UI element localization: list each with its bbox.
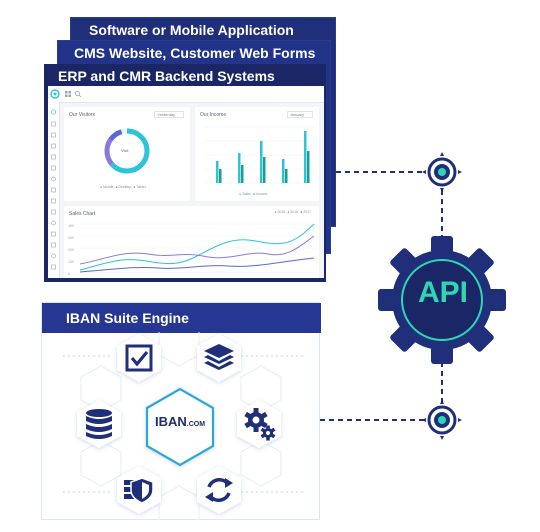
income-filter[interactable]: January bbox=[286, 111, 313, 118]
node-bottom-icon bbox=[422, 400, 462, 440]
income-bar bbox=[263, 157, 266, 183]
hex-tile bbox=[197, 466, 241, 514]
income-bar bbox=[216, 161, 219, 183]
engine-hex-network bbox=[63, 332, 303, 520]
iban-logo: IBAN.COM bbox=[147, 414, 213, 429]
income-bar bbox=[241, 165, 244, 183]
legend-2015: 2015 bbox=[277, 210, 286, 214]
gears-icon bbox=[244, 408, 276, 441]
visitors-center-label: Visit bbox=[121, 148, 129, 153]
sales-line-2015 bbox=[79, 223, 315, 271]
sales-panel: Sales Chart ● 2015 ● 2016 ● 2017 400 300… bbox=[64, 206, 319, 278]
tick-label: 200 bbox=[68, 248, 74, 252]
sales-y-ticks: 400 300 200 100 0 bbox=[68, 220, 78, 280]
api-label: API bbox=[417, 276, 468, 309]
sales-title: Sales Chart bbox=[69, 211, 96, 217]
api-gear-icon bbox=[378, 236, 506, 364]
legend-sales: Sales bbox=[242, 192, 251, 196]
legend-desktop: Desktop bbox=[118, 185, 132, 189]
legend-income: Income bbox=[255, 192, 268, 196]
iban-engine-header: IBAN Suite Engine bbox=[42, 303, 321, 333]
dashboard-topbar bbox=[48, 86, 324, 103]
sales-line-2017 bbox=[79, 257, 315, 273]
node-top-icon bbox=[422, 152, 462, 192]
income-bar bbox=[304, 131, 307, 183]
search-icon[interactable] bbox=[75, 91, 81, 97]
iban-hex bbox=[145, 387, 215, 467]
legend-2017: 2017 bbox=[303, 210, 311, 214]
legend-2016: 2016 bbox=[290, 210, 299, 214]
erp-card-title: ERP and CMR Backend Systems bbox=[58, 68, 275, 84]
sales-legend: ● 2015 ● 2016 ● 2017 bbox=[274, 210, 311, 214]
hex-tile bbox=[117, 334, 161, 382]
visitors-legend: ● Mobile ● Desktop ● Tablet bbox=[100, 185, 146, 189]
legend-mobile: Mobile bbox=[103, 185, 114, 189]
visitors-filter[interactable]: Yesterday bbox=[154, 111, 184, 118]
iban-logo-suffix: .COM bbox=[186, 421, 206, 428]
iban-logo-main: IBAN bbox=[154, 414, 187, 429]
sales-line-chart bbox=[78, 223, 316, 273]
sales-line-2016 bbox=[79, 235, 315, 265]
tick-label: 0 bbox=[68, 272, 70, 276]
server-shield-icon bbox=[124, 477, 154, 504]
dashboard-sidebar bbox=[48, 102, 60, 278]
income-title: Our Income bbox=[200, 112, 227, 118]
income-legend: ● Sales ● Income bbox=[239, 192, 268, 196]
dashboard-preview: Our Visitors Yesterday Visit ● Mobile ● … bbox=[48, 86, 324, 278]
income-bar bbox=[282, 159, 285, 183]
tick-label: 100 bbox=[68, 260, 74, 264]
income-bar bbox=[307, 151, 310, 183]
layers-icon bbox=[204, 344, 234, 370]
legend-tablet: Tablet bbox=[136, 185, 146, 189]
income-bar bbox=[238, 153, 241, 183]
app-card-title: Software or Mobile Application bbox=[89, 22, 294, 38]
cms-card-title: CMS Website, Customer Web Forms bbox=[74, 45, 316, 61]
sidebar-icons bbox=[50, 109, 57, 270]
tick-label: 400 bbox=[68, 224, 74, 228]
grid-icon[interactable] bbox=[65, 91, 71, 97]
income-bar bbox=[285, 169, 288, 183]
income-bar bbox=[260, 141, 263, 183]
income-bar bbox=[219, 169, 222, 183]
income-panel: Our Income January ● Sales ● Income bbox=[195, 107, 319, 201]
tick-label: 300 bbox=[68, 236, 74, 240]
visitors-panel: Our Visitors Yesterday Visit ● Mobile ● … bbox=[64, 107, 190, 201]
visitors-title: Our Visitors bbox=[69, 112, 96, 118]
iban-engine-title: IBAN Suite Engine bbox=[66, 310, 189, 326]
checkbox-icon bbox=[125, 344, 153, 372]
income-bar-chart bbox=[203, 126, 315, 184]
database-icon bbox=[86, 409, 112, 439]
refresh-icon bbox=[205, 478, 233, 502]
visitors-donut bbox=[104, 128, 150, 174]
logo-icon bbox=[50, 89, 60, 99]
